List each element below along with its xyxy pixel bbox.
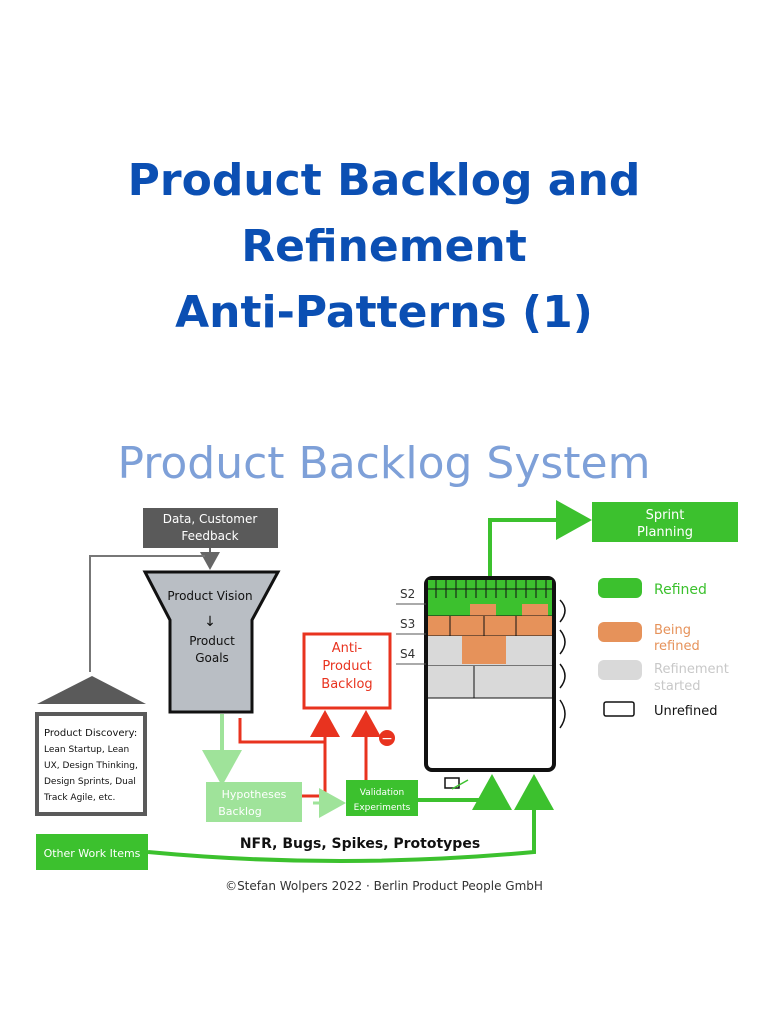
legend: Refined Being refined Refinement started… bbox=[598, 578, 729, 719]
discovery-line-2: Lean Startup, Lean bbox=[44, 745, 129, 755]
validation-experiments-box: Validation Experiments bbox=[346, 780, 418, 816]
sprint-label-s2: S2 bbox=[400, 587, 415, 601]
hypotheses-to-anti-backlog-line bbox=[300, 742, 327, 798]
product-discovery-box: Product Discovery: Lean Startup, Lean UX… bbox=[35, 712, 147, 816]
hypotheses-line-1: Hypotheses bbox=[222, 788, 287, 801]
diagram-title: Product Backlog System bbox=[117, 438, 650, 489]
small-item-link bbox=[451, 779, 469, 790]
other-work-items-label: Other Work Items bbox=[44, 847, 141, 860]
sprint-label-s4: S4 bbox=[400, 647, 415, 661]
discovery-roof bbox=[37, 676, 146, 704]
product-backlog-stack bbox=[424, 576, 556, 772]
funnel-to-anti-backlog-arrow bbox=[238, 710, 340, 744]
legend-refinement-started-1: Refinement bbox=[654, 662, 729, 677]
copyright-notice: ©Stefan Wolpers 2022 · Berlin Product Pe… bbox=[225, 879, 543, 893]
sprint-label-s3: S3 bbox=[400, 617, 415, 631]
validation-to-backlog-arrow bbox=[418, 774, 512, 810]
hypotheses-line-2: Backlog bbox=[218, 805, 261, 818]
product-vision-label: Product Vision bbox=[167, 589, 252, 603]
vision-goals-arrow: ↓ bbox=[204, 614, 216, 630]
backlog-to-sprint-planning-arrow bbox=[488, 500, 592, 576]
anti-backlog-line-1: Anti- bbox=[332, 641, 363, 656]
small-item-icon bbox=[444, 777, 460, 789]
data-feedback-line-2: Feedback bbox=[181, 529, 238, 543]
title-line-1: Product Backlog and bbox=[127, 155, 641, 206]
sprint-planning-line-2: Planning bbox=[637, 525, 693, 540]
page-title: Product Backlog and Refinement Anti-Patt… bbox=[0, 148, 768, 346]
discovery-line-5: Track Agile, etc. bbox=[43, 793, 115, 803]
discovery-line-4: Design Sprints, Dual bbox=[44, 777, 136, 787]
legend-being-refined-2: refined bbox=[654, 639, 700, 654]
legend-refinement-started-2: started bbox=[654, 679, 701, 694]
validation-line-1: Validation bbox=[360, 788, 404, 798]
hypotheses-backlog-box: Hypotheses Backlog bbox=[206, 782, 302, 822]
anti-backlog-line-3: Backlog bbox=[321, 677, 372, 692]
legend-swatch-being-refined bbox=[598, 622, 642, 642]
legend-refined: Refined bbox=[654, 582, 707, 598]
title-line-2: Refinement bbox=[241, 221, 527, 272]
minus-sign: − bbox=[381, 731, 393, 747]
validation-line-2: Experiments bbox=[354, 803, 411, 813]
discovery-line-1: Product Discovery: bbox=[44, 728, 137, 739]
anti-product-backlog-box: Anti- Product Backlog bbox=[302, 632, 392, 710]
minus-icon: − bbox=[379, 730, 395, 747]
nfr-label: NFR, Bugs, Spikes, Prototypes bbox=[240, 836, 480, 852]
title-line-3: Anti-Patterns (1) bbox=[175, 287, 593, 338]
refinement-loop-arrows bbox=[559, 599, 566, 729]
sprint-planning-box: Sprint Planning bbox=[592, 502, 738, 542]
legend-swatch-refinement-started bbox=[598, 660, 642, 680]
anti-backlog-line-2: Product bbox=[322, 659, 371, 674]
discovery-line-3: UX, Design Thinking, bbox=[44, 761, 138, 771]
legend-unrefined: Unrefined bbox=[654, 704, 718, 719]
product-goals-line-2: Goals bbox=[195, 651, 229, 665]
discovery-loop-line bbox=[89, 555, 205, 672]
legend-swatch-unrefined bbox=[603, 701, 635, 717]
other-work-items-box: Other Work Items bbox=[36, 834, 148, 870]
other-work-to-backlog-arrow bbox=[147, 774, 554, 863]
legend-swatch-refined bbox=[598, 578, 642, 598]
sprint-planning-line-1: Sprint bbox=[646, 508, 685, 523]
data-feedback-box: Data, Customer Feedback bbox=[143, 508, 278, 548]
product-vision-funnel: Product Vision ↓ Product Goals bbox=[142, 570, 281, 714]
product-goals-line-1: Product bbox=[189, 634, 235, 648]
legend-being-refined-1: Being bbox=[654, 623, 691, 638]
data-feedback-line-1: Data, Customer bbox=[163, 512, 258, 526]
